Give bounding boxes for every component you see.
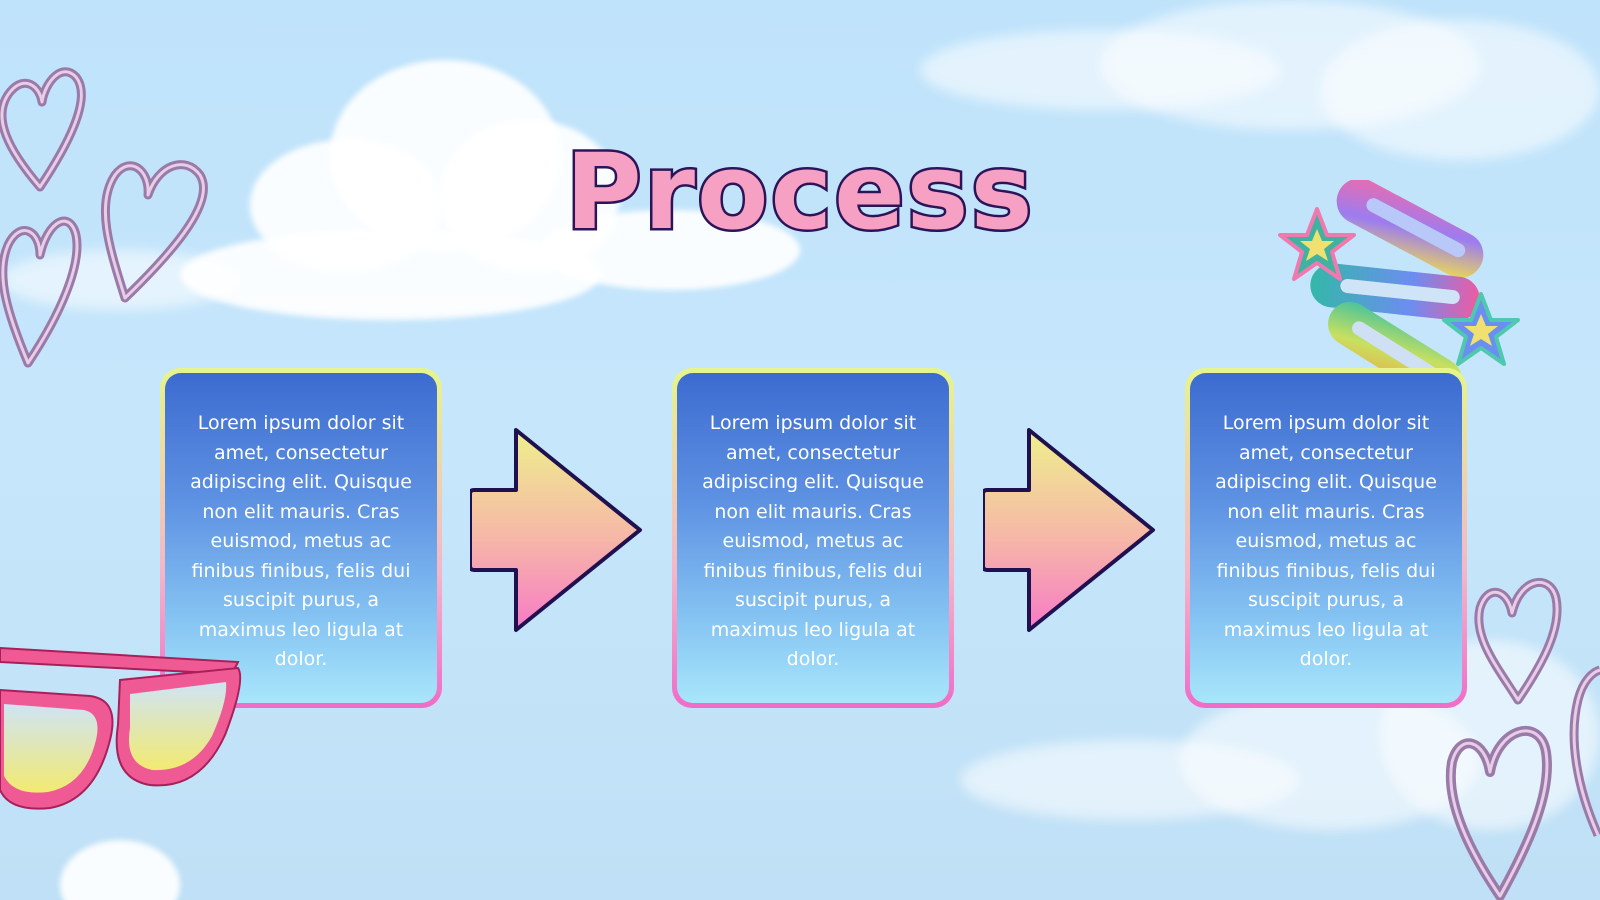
heart-icon: [0, 216, 82, 368]
heart-icon: [100, 160, 208, 303]
arrow-right-icon: [983, 428, 1155, 632]
process-step-card: Lorem ipsum dolor sit amet, consectetur …: [160, 368, 442, 708]
card-text: Lorem ipsum dolor sit amet, consectetur …: [1215, 412, 1437, 670]
star-icon: [1278, 207, 1356, 281]
star-icon: [1442, 292, 1520, 366]
process-step-card: Lorem ipsum dolor sit amet, consectetur …: [1185, 368, 1467, 708]
heart-icon: [1569, 665, 1600, 837]
arrow-right-icon: [470, 428, 642, 632]
heart-icon: [1474, 577, 1562, 705]
card-body: Lorem ipsum dolor sit amet, consectetur …: [165, 373, 437, 703]
card-body: Lorem ipsum dolor sit amet, consectetur …: [677, 373, 949, 703]
card-body: Lorem ipsum dolor sit amet, consectetur …: [1190, 373, 1462, 703]
card-text: Lorem ipsum dolor sit amet, consectetur …: [190, 412, 412, 670]
heart-icon: [0, 67, 86, 192]
sunglasses-icon: [0, 646, 242, 810]
page-title: Process: [563, 131, 1035, 253]
process-step-card: Lorem ipsum dolor sit amet, consectetur …: [672, 368, 954, 708]
heart-icon: [1445, 725, 1552, 900]
card-text: Lorem ipsum dolor sit amet, consectetur …: [702, 412, 924, 670]
